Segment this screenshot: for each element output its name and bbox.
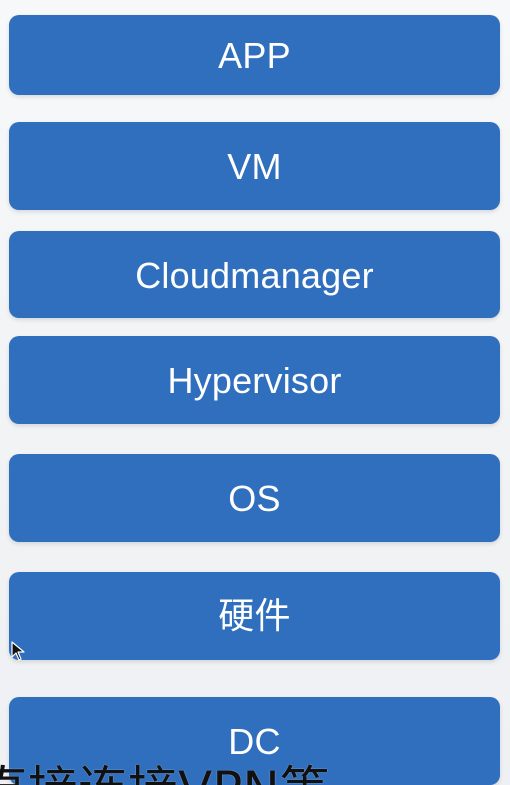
hardware-layer: 硬件 (9, 572, 500, 660)
hypervisor-layer: Hypervisor (9, 336, 500, 424)
cloudmanager-layer: Cloudmanager (9, 231, 500, 318)
vm-layer: VM (9, 122, 500, 210)
os-label: OS (228, 478, 281, 519)
app-layer: APP (9, 15, 500, 95)
arrow-cursor-icon (11, 641, 25, 661)
hardware-label: 硬件 (218, 596, 291, 637)
app-label: APP (218, 35, 291, 76)
os-layer: OS (9, 454, 500, 542)
cloudmanager-label: Cloudmanager (135, 254, 374, 296)
dc-layer: DC (9, 697, 500, 785)
hypervisor-label: Hypervisor (167, 360, 342, 401)
dc-label: DC (228, 721, 281, 762)
vm-label: VM (227, 146, 282, 187)
